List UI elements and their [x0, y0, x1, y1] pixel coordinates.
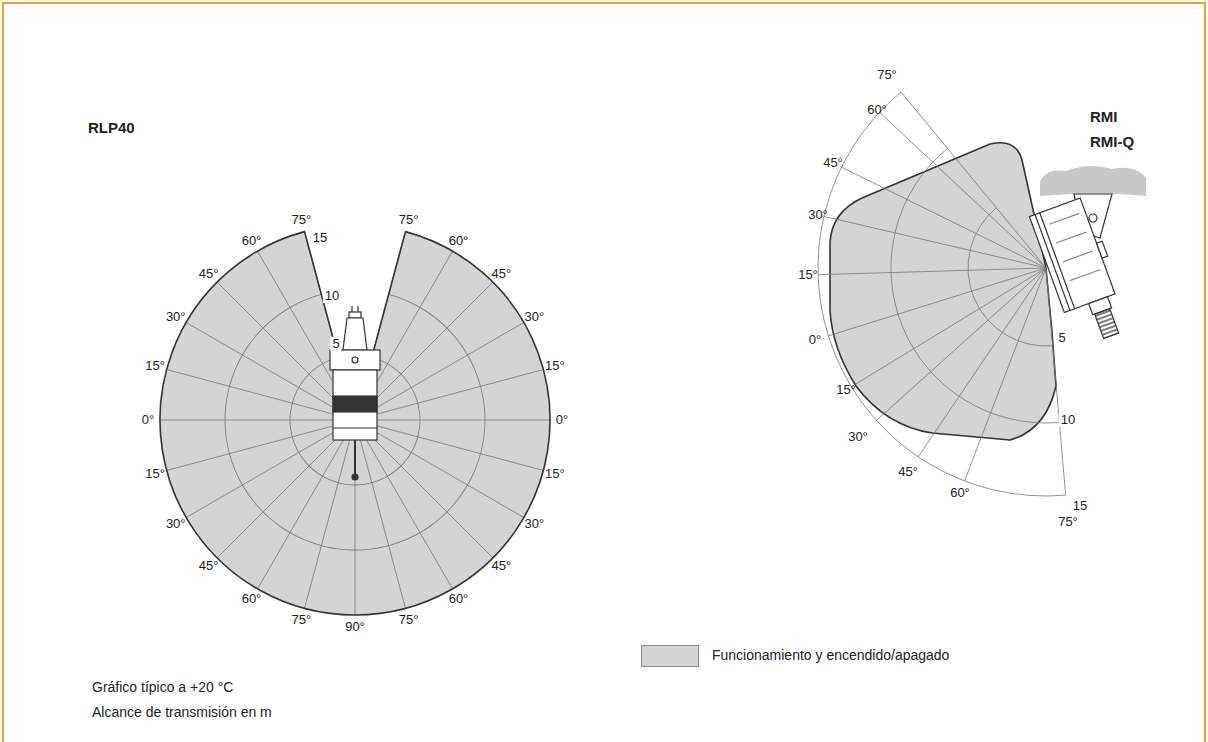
angle-spoke: [918, 268, 1046, 457]
range-ring: [891, 148, 1059, 423]
angle-label: 30°: [166, 516, 186, 530]
chart-title: RLP40: [88, 120, 135, 137]
angle-label: 60°: [449, 592, 469, 606]
angle-spoke: [355, 323, 524, 421]
angle-spoke: [167, 370, 355, 420]
angle-label: 45°: [823, 156, 843, 170]
angle-spoke: [901, 92, 1046, 268]
angle-label: 15°: [798, 268, 818, 282]
angle-label: 90°: [345, 620, 365, 634]
angle-spoke: [824, 216, 1046, 268]
angle-label: 60°: [950, 486, 970, 500]
angle-label: 75°: [877, 68, 897, 82]
angle-label: 45°: [492, 559, 512, 573]
angle-label: 0°: [556, 413, 568, 427]
angle-label: 30°: [808, 208, 828, 222]
angle-label: 45°: [492, 266, 512, 280]
angle-spoke: [258, 420, 356, 589]
rlp40-range-area: [160, 232, 550, 615]
angle-spoke: [186, 323, 355, 421]
angle-spoke: [355, 420, 356, 615]
angle-label: 15°: [836, 383, 856, 397]
range-value: 10: [1059, 413, 1077, 427]
rlp40-range-chart: [160, 232, 550, 615]
range-value: 5: [1056, 331, 1067, 345]
angle-label: 60°: [242, 592, 262, 606]
rlp40-probe: [330, 306, 380, 480]
note-text: Gráfico típico a +20 °C: [92, 680, 233, 695]
angle-spoke: [818, 268, 1046, 275]
angle-spoke: [355, 420, 405, 608]
angle-label: 60°: [449, 234, 469, 248]
angle-label: 75°: [399, 213, 419, 227]
angle-label: 75°: [399, 613, 419, 627]
angle-spoke: [879, 112, 1046, 268]
rlp40-range-outline: [160, 232, 550, 615]
angle-spoke: [851, 268, 1046, 387]
device-name: RMI: [1090, 109, 1118, 126]
angle-spoke: [160, 420, 355, 421]
angle-label: 75°: [1058, 515, 1078, 529]
range-value: 15: [1071, 499, 1089, 513]
angle-spoke: [355, 420, 543, 470]
angle-spoke: [965, 268, 1046, 481]
rmi-range-area: [830, 143, 1056, 440]
angle-spoke: [828, 268, 1046, 336]
range-value: 10: [323, 289, 341, 303]
range-value: 15: [311, 231, 329, 245]
range-ring: [818, 92, 1066, 496]
range-value: 5: [330, 337, 341, 351]
angle-spoke: [355, 370, 543, 420]
device-name: RMI-Q: [1090, 134, 1134, 151]
angle-label: 30°: [848, 430, 868, 444]
angle-spoke: [186, 420, 355, 518]
page-frame: [3, 3, 1205, 742]
angle-spoke: [355, 420, 524, 518]
angle-label: 60°: [867, 103, 887, 117]
angle-label: 45°: [199, 559, 219, 573]
rmi-device: [1029, 196, 1133, 348]
angle-label: 15°: [145, 359, 165, 373]
angle-spoke: [305, 420, 355, 608]
angle-label: 15°: [545, 466, 565, 480]
legend-swatch: [641, 645, 699, 667]
angle-label: 30°: [524, 309, 544, 323]
angle-label: 0°: [142, 413, 154, 427]
note-text: Alcance de transmisión en m: [92, 705, 272, 720]
rmi-grid: [818, 92, 1066, 496]
angle-spoke: [167, 420, 355, 470]
angle-spoke: [841, 167, 1046, 268]
angle-label: 45°: [199, 266, 219, 280]
angle-label: 15°: [545, 359, 565, 373]
angle-spoke: [355, 420, 493, 558]
rmi-range-chart: [818, 92, 1066, 496]
angle-label: 30°: [166, 309, 186, 323]
angle-spoke: [355, 420, 550, 421]
angle-label: 45°: [898, 465, 918, 479]
angle-label: 0°: [809, 333, 821, 347]
angle-label: 75°: [292, 613, 312, 627]
angle-spoke: [217, 420, 355, 558]
angle-label: 60°: [242, 234, 262, 248]
angle-spoke: [355, 420, 453, 589]
angle-label: 15°: [145, 466, 165, 480]
angle-label: 75°: [292, 213, 312, 227]
legend-text: Funcionamiento y encendido/apagado: [712, 648, 949, 663]
angle-label: 30°: [524, 516, 544, 530]
machine-surface: [1040, 166, 1146, 196]
